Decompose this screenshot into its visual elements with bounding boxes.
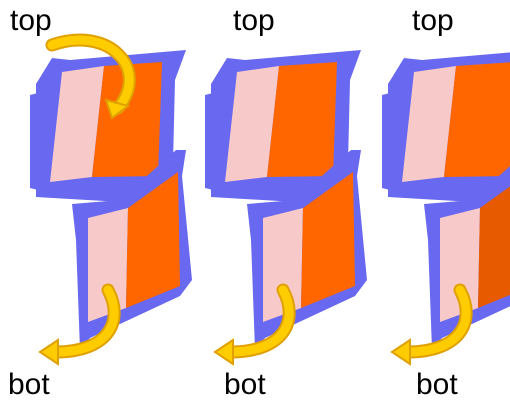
upper-pink-face [50, 66, 104, 182]
panel-2 [205, 50, 367, 366]
panel-3 [382, 52, 510, 366]
panel-1-top-label: top [10, 4, 52, 37]
panel-2-bottom-arrow-body [225, 285, 294, 357]
panel-1-bottom-label: bot [8, 368, 50, 401]
lower-pink-face [263, 208, 303, 322]
upper-pink-face [225, 66, 279, 182]
panel-2-upper-sheet [205, 50, 361, 205]
panel-1-lower-sheet [72, 150, 192, 350]
panel-3-upper-sheet [382, 52, 510, 205]
panel-3-top-label: top [412, 4, 454, 37]
panel-3-bottom-arrow-body [402, 285, 471, 357]
panel-1-top-arrow-body [47, 35, 134, 113]
lower-pink-face [440, 208, 480, 322]
panel-2-bottom-label: bot [224, 368, 266, 401]
upper-pink-face [402, 66, 456, 182]
panel-3-bottom-label: bot [416, 368, 458, 401]
lower-orange-face [301, 172, 355, 308]
panel-1 [30, 33, 192, 366]
panel-2-bottom-arrow-head [213, 338, 234, 366]
panel-3-lower-sheet [424, 166, 510, 350]
panel-2-lower-sheet [247, 150, 367, 350]
lower-orange-face [126, 172, 180, 308]
lower-orange-face [478, 186, 510, 308]
upper-orange-face [267, 62, 337, 177]
panel-1-bottom-arrow-body [50, 285, 119, 357]
panel-1-upper-sheet [30, 50, 186, 205]
panel-2-top-label: top [233, 4, 275, 37]
panel-1-bottom-arrow-head [38, 338, 59, 366]
upper-orange-face [92, 62, 162, 177]
upper-orange-face [444, 62, 510, 177]
panel-3-bottom-arrow-head [390, 338, 411, 366]
lower-pink-face [88, 208, 128, 322]
panel-1-top-arrow-head [104, 98, 131, 120]
